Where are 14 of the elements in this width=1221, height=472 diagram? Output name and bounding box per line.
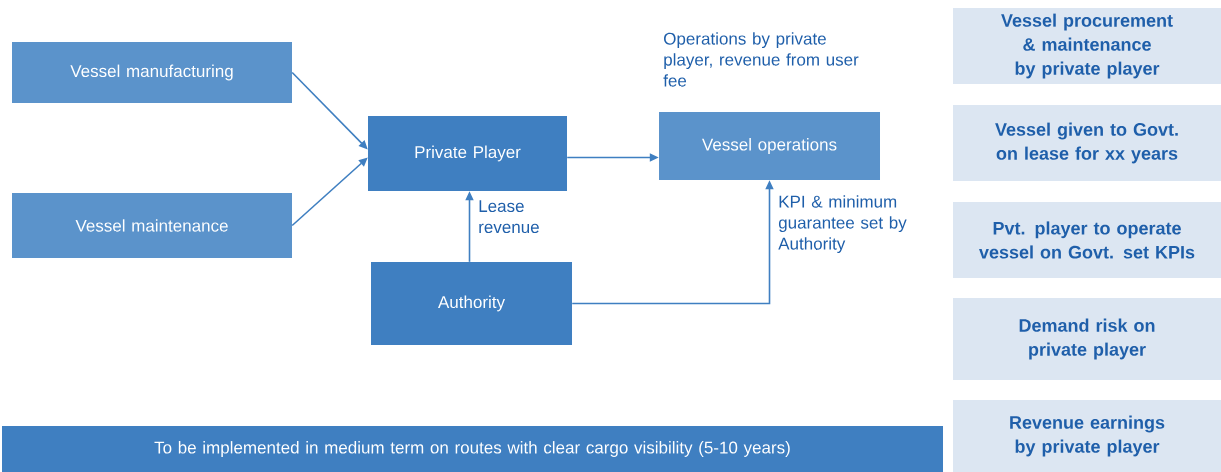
process-box: To be implemented in medium term on routes with clear cargo visibility (5-10 years) <box>2 426 943 472</box>
process-box: Private Player <box>368 116 567 191</box>
edge-label: Lease revenue <box>479 200 539 234</box>
info-box: Vessel procurement & maintenance by private player <box>953 8 1221 84</box>
process-box: Vessel maintenance <box>12 193 292 258</box>
process-box: Authority <box>371 262 572 345</box>
info-box: Pvt. player to operate vessel on Govt. set KPIs <box>953 202 1221 278</box>
info-box: Revenue earnings by private player <box>953 400 1221 472</box>
caption-text: Operations by private player, revenue from user fee <box>663 32 859 87</box>
info-box: Demand risk on private player <box>953 298 1221 380</box>
info-box: Vessel given to Govt. on lease for xx years <box>953 105 1221 181</box>
process-box: Vessel manufacturing <box>12 42 292 103</box>
process-box: Vessel operations <box>659 112 880 180</box>
edge-label: KPI & minimum guarantee set by Authority <box>778 195 907 254</box>
